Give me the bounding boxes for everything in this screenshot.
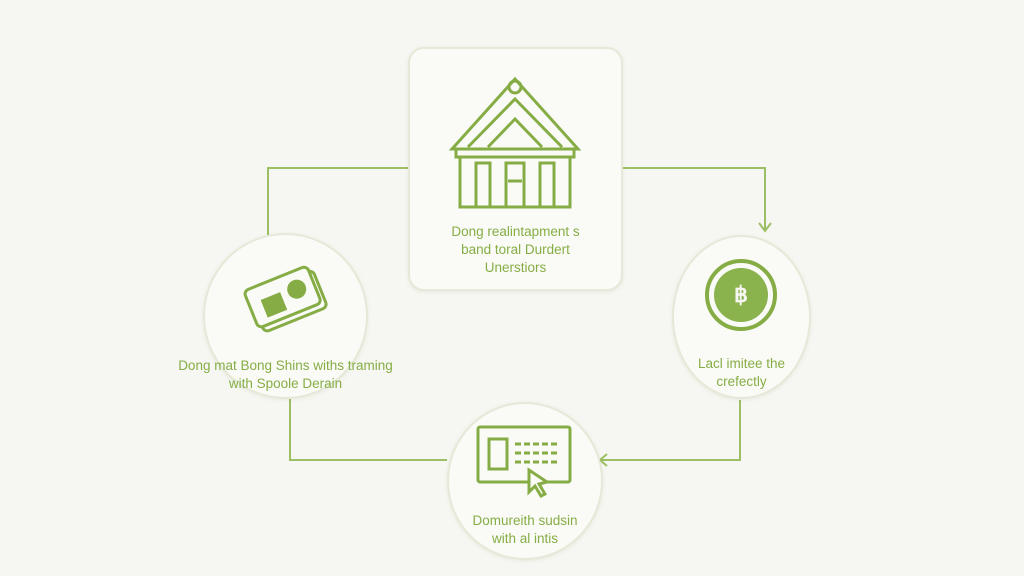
node-coin-line1: Lacl imitee the <box>697 356 786 371</box>
node-bank: Dong realintapment s band toral Durdert … <box>408 47 623 291</box>
node-cash: Dong mat Bong Shins withs traming with S… <box>178 233 393 399</box>
node-coin-line2: crefectly <box>716 374 767 389</box>
connector-top-left <box>267 167 408 235</box>
node-bank-line1: Dong realintapment s <box>451 224 580 239</box>
node-screen: Domureith sudsin with al intis <box>447 402 603 560</box>
coin-symbol: ฿ <box>714 268 768 322</box>
bank-building-icon <box>448 76 582 209</box>
node-coin: ฿ Lacl imitee the crefectly <box>672 235 811 399</box>
coin-icon: ฿ <box>705 259 777 331</box>
cash-wallet-icon <box>243 265 328 333</box>
node-cash-line2: with Spoole Derain <box>228 376 343 391</box>
node-screen-line1: Domureith sudsin <box>472 513 578 528</box>
node-screen-line2: with al intis <box>491 531 559 546</box>
arrowhead-right <box>758 222 772 233</box>
node-cash-line1: Dong mat Bong Shins withs traming <box>178 358 393 373</box>
connector-top-right <box>623 167 766 230</box>
node-bank-line3: Unerstiors <box>484 260 547 275</box>
screen-cursor-icon <box>476 425 572 498</box>
connector-right-bottom <box>600 400 741 461</box>
node-bank-line2: band toral Durdert <box>461 242 570 257</box>
connector-left-bottom <box>289 399 447 461</box>
